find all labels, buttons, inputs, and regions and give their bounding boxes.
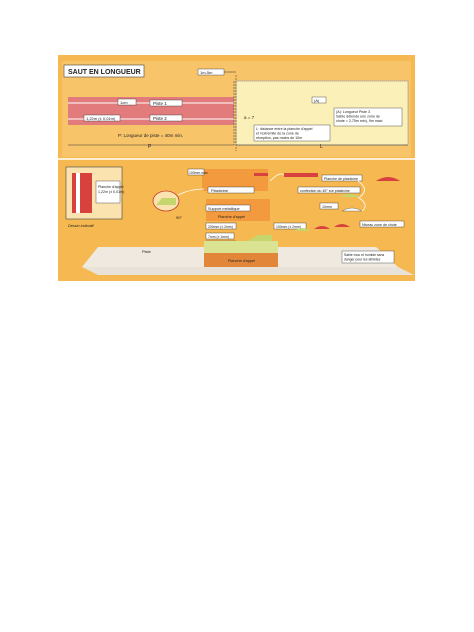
dim-100-box: [187, 168, 205, 176]
piste-surface: [82, 247, 204, 267]
length-note-line-3: chute = 2,75m min), 9m maxi: [336, 119, 383, 123]
confection-label: confection du 45° sur plasticine: [300, 189, 350, 193]
long-jump-diagram: SAUT EN LONGUEUR Piste 1 Piste 2 1cm 1,2…: [58, 55, 415, 281]
l-note-line-3: réception, pas moins de 10m: [256, 136, 302, 140]
dim-1m-5m: 1m-5m: [200, 70, 213, 75]
plasticine-strip: [204, 241, 278, 253]
letter-l: L: [320, 144, 323, 150]
stack-red-tip: [254, 173, 268, 176]
l-note-line-2: et l'extrémité de la zone de: [256, 132, 299, 136]
sand-note: Sable mou et humide sans danger pour les…: [344, 253, 385, 262]
plasticine-board-label: Planche de plasticine: [324, 177, 358, 181]
length-note-line-1: (A): Longueur Piste 3: [336, 110, 370, 114]
dim-1-22-box: [83, 114, 121, 122]
arrow-to-plasticine-board: [269, 173, 285, 182]
mini-board-1: [294, 228, 310, 231]
plasticine-label-box: [207, 186, 255, 194]
plasticine-slope: [156, 198, 176, 205]
mini-board-2: [314, 226, 330, 229]
dim-10: 10mm: [322, 205, 332, 209]
dim-200: 200mm (± 2mm): [208, 225, 233, 229]
lane-2-label-box: [149, 114, 183, 122]
dim-1cm: 1cm: [120, 100, 128, 105]
arrow-to-dim-10: [357, 196, 366, 212]
dim-10-box: [319, 202, 339, 210]
board-detail-white: [76, 173, 80, 213]
board-title-box: [95, 180, 121, 204]
landing-level: Niveau zone de chute: [362, 223, 397, 227]
dim-a: (A): [314, 98, 320, 103]
l-note: L: distance entre la planche d'appel et …: [256, 127, 313, 140]
plasticine-board-red: [284, 173, 318, 177]
letter-p: P: [148, 144, 152, 150]
board-title: Planche d'appel 1,22m (± 0,01m): [98, 185, 124, 194]
arrow-to-confection: [357, 180, 365, 198]
arrow-to-stack: [177, 188, 205, 196]
dim-100b-box: [273, 222, 307, 230]
confection-label-box: [297, 186, 361, 194]
a-equals-7: a = 7: [244, 115, 255, 120]
length-note-box: [333, 107, 403, 127]
stack-top-block: [202, 169, 268, 191]
lane-1-label-box: [149, 99, 183, 107]
diagram-title: SAUT EN LONGUEUR: [68, 69, 141, 76]
board-label-2: Planche d'appel: [228, 259, 255, 263]
piste-label: Piste: [142, 249, 152, 254]
board-detail-red: [72, 173, 92, 213]
dim-200-box: [205, 222, 237, 230]
confection-sample: [340, 194, 360, 197]
dim-a-box: [311, 96, 327, 104]
runway-length-note: P: Longueur de piste = 40m min.: [118, 133, 183, 138]
plasticine-board-sample: [376, 177, 400, 181]
dim-10-sample: [341, 207, 363, 212]
dim-7-box: [205, 232, 235, 240]
sand-note-line-1: Sable mou et humide sans: [344, 253, 384, 257]
board-title-line-2: 1,22m (± 0,01m): [98, 190, 124, 194]
dim-100: 100mm max: [189, 171, 208, 175]
diagram-svg: SAUT EN LONGUEUR Piste 1 Piste 2 1cm 1,2…: [58, 55, 415, 281]
sand-note-box: [341, 250, 395, 264]
length-note: (A): Longueur Piste 3 Sable détendu une …: [336, 110, 383, 123]
dim-1cm-box: [117, 98, 137, 106]
ground: [82, 267, 414, 275]
support-label: Support métallique: [208, 207, 240, 211]
stack-bottom-block: [204, 253, 278, 267]
landing-level-box: [359, 220, 405, 228]
plasticine-board-label-box: [321, 174, 363, 182]
l-note-box: [253, 124, 331, 142]
board-label-1: Planche d'appel: [218, 215, 245, 219]
length-note-line-2: Sable détendu une zone de: [336, 115, 380, 119]
plasticine-wedge: [248, 235, 272, 241]
dim-7: 7mm (± 1mm): [208, 235, 229, 239]
lane-1-label: Piste 1: [153, 101, 167, 106]
angle-label: 90°: [176, 215, 182, 220]
dim-100b: 100mm (± 2mm): [276, 225, 301, 229]
drawing-caption: Dessin indicatif: [68, 224, 94, 228]
plasticine-label: Plasticine: [211, 188, 229, 193]
lane-2-label: Piste 2: [153, 116, 167, 121]
mini-board-3: [334, 224, 350, 227]
l-note-line-1: L: distance entre la planche d'appel: [256, 127, 313, 131]
dim-1-22: 1,22m (± 0,01m): [86, 116, 116, 121]
board-title-line-1: Planche d'appel: [98, 185, 124, 189]
sand-note-line-2: danger pour les athlètes: [344, 258, 381, 262]
support-label-box: [205, 204, 251, 212]
title-box: [63, 64, 145, 78]
